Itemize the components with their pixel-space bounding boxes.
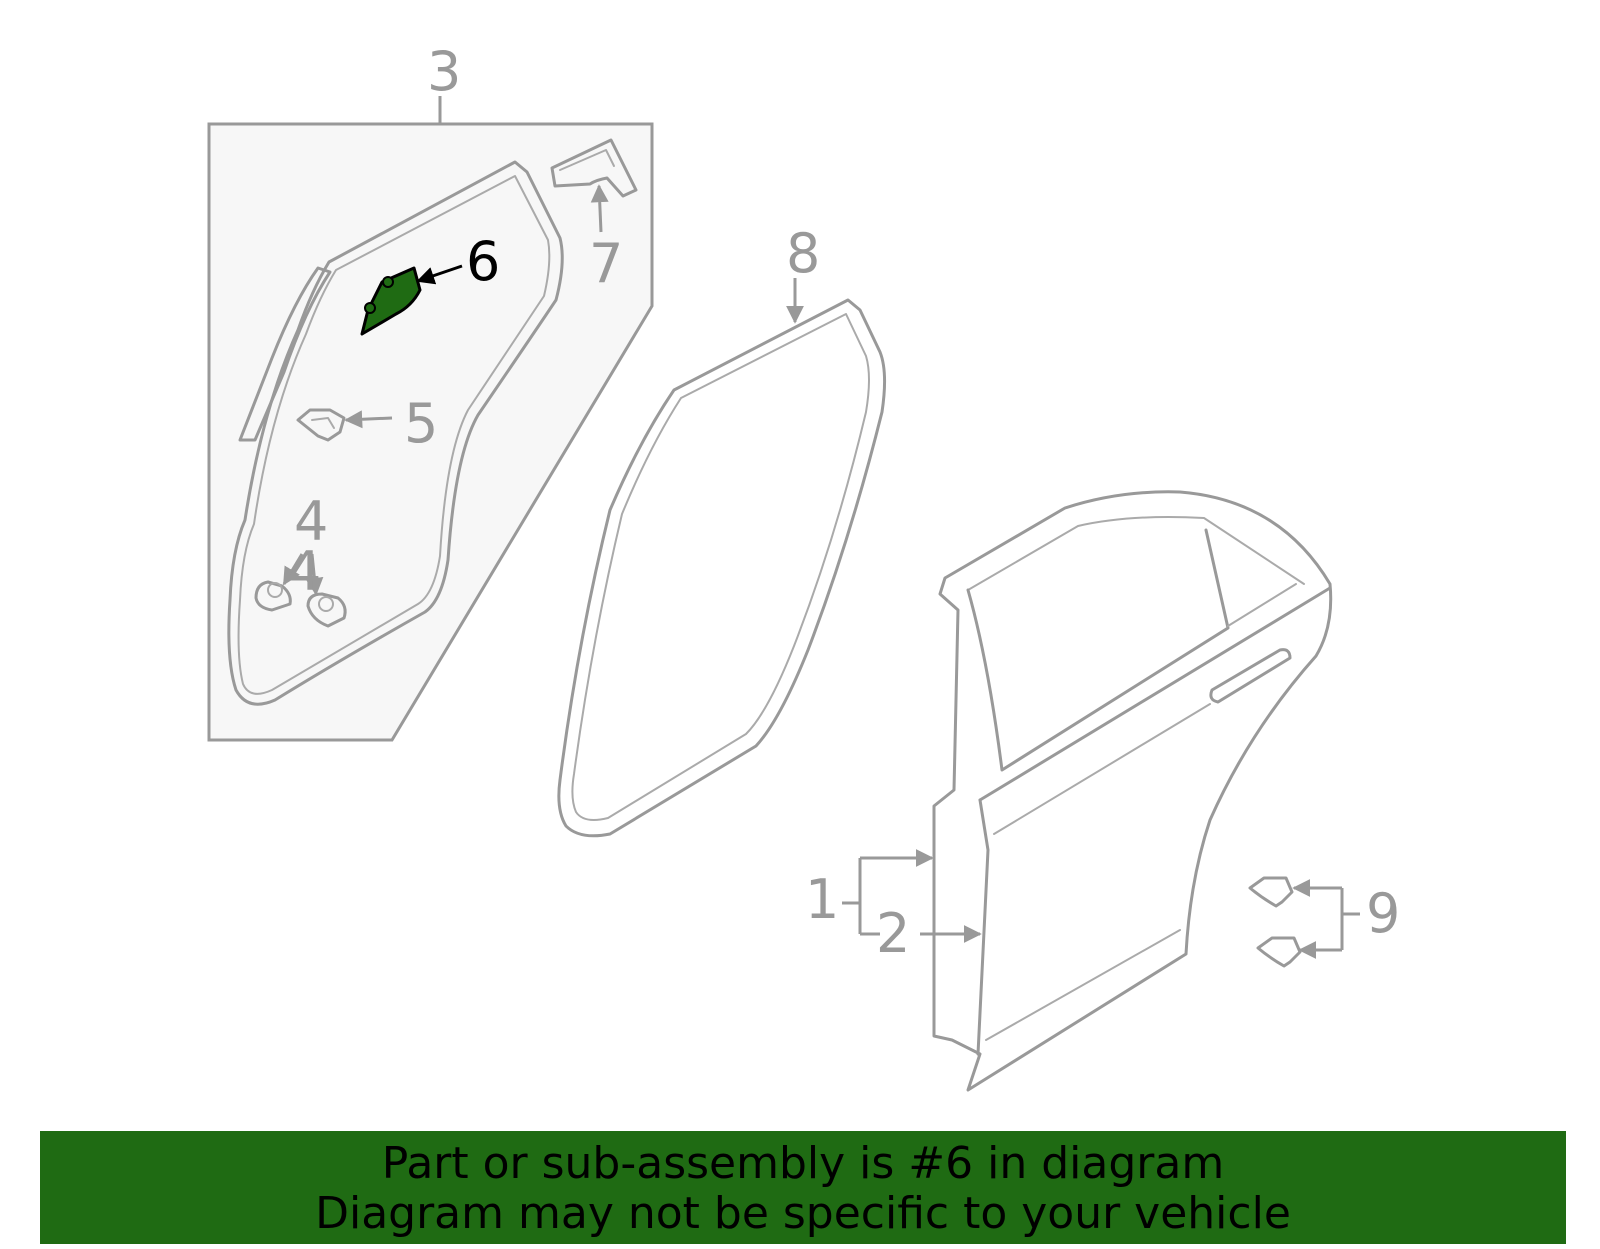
callout-1-2-bracket: [842, 856, 932, 936]
banner-line-1: Part or sub-assembly is #6 in diagram: [381, 1138, 1225, 1189]
callout-9: 9: [1366, 882, 1400, 945]
callout-7: 7: [589, 232, 623, 295]
callout-6: 6: [466, 230, 500, 293]
part-6-highlighted: [360, 266, 422, 336]
callout-4b: 4: [287, 540, 321, 603]
callout-2: 2: [876, 902, 910, 965]
part-7-bracket: [550, 138, 638, 198]
callout-7-leader: [590, 184, 609, 233]
part-5-clip: [296, 408, 346, 442]
part-9-clips: [1248, 876, 1302, 968]
door-shell: [932, 490, 1333, 1092]
callout-9-bracket: [1340, 888, 1360, 950]
callout-1: 1: [805, 868, 839, 931]
callout-6-leader: [416, 264, 463, 285]
callout-3: 3: [427, 40, 461, 103]
callout-5-leader: [344, 410, 393, 429]
part-8-weatherstrip: [557, 298, 887, 838]
inset-weatherstrip: [227, 160, 564, 706]
callout-4a: 4: [294, 490, 328, 553]
part-4-clips: [254, 580, 347, 628]
callout-5: 5: [404, 392, 438, 455]
info-banner: Part or sub-assembly is #6 in diagram Di…: [40, 1131, 1566, 1244]
callout-4a-leader: [282, 553, 304, 586]
banner-line-2: Diagram may not be specific to your vehi…: [315, 1188, 1291, 1239]
callout-8: 8: [786, 222, 820, 285]
callout-4b-leader: [305, 553, 324, 596]
